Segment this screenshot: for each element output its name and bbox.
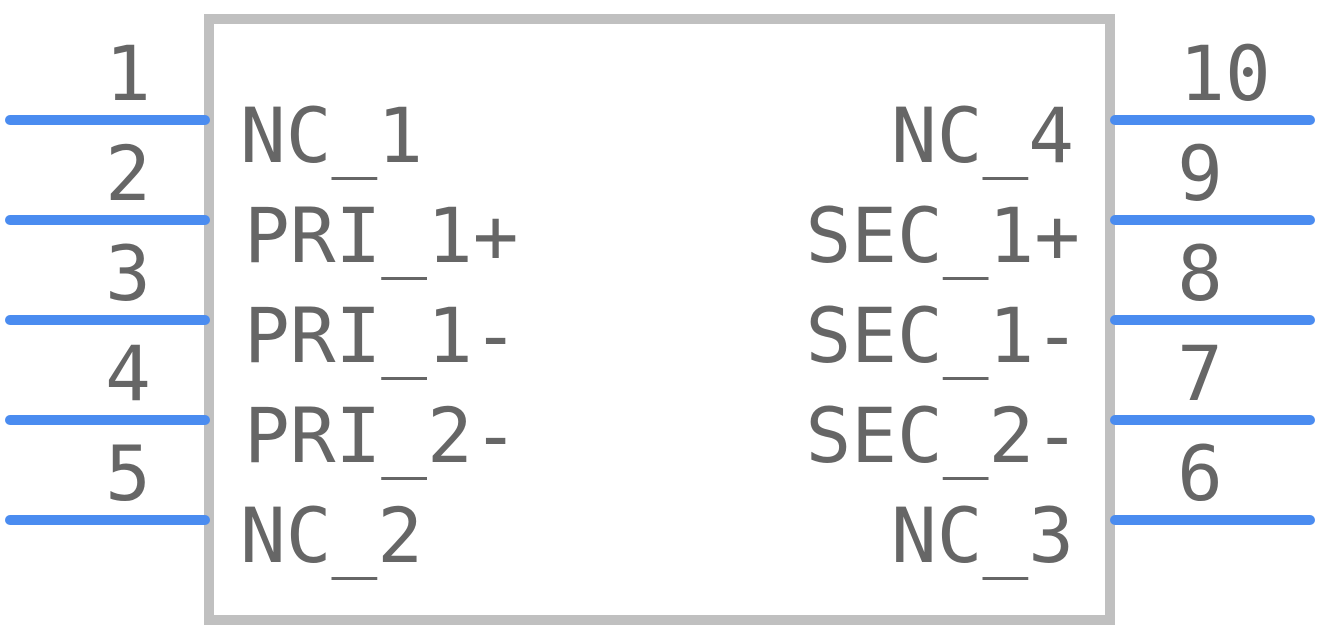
pin-label: NC_1 (240, 91, 423, 180)
pin-label: PRI_1- (244, 291, 519, 380)
pin-number: 2 (105, 129, 151, 218)
right-pin-7: 7 SEC_2- (805, 329, 1315, 480)
pin-label: SEC_2- (805, 391, 1080, 480)
pin-number: 3 (105, 229, 151, 318)
pin-number: 4 (105, 329, 151, 418)
left-pin-1: 1 NC_1 (5, 29, 423, 180)
pin-label: PRI_1+ (244, 191, 519, 280)
component-body (204, 14, 1115, 625)
left-pin-4: 4 PRI_2- (5, 329, 519, 480)
pin-number: 7 (1177, 329, 1223, 418)
left-pin-2: 2 PRI_1+ (5, 129, 519, 280)
right-pin-8: 8 SEC_1- (805, 229, 1315, 380)
pin-number: 5 (105, 429, 151, 518)
right-pin-9: 9 SEC_1+ (805, 129, 1315, 280)
pin-number: 1 (105, 29, 151, 118)
pin-label: SEC_1- (805, 291, 1080, 380)
left-pin-5: 5 NC_2 (5, 429, 423, 580)
pin-label: NC_4 (891, 91, 1074, 180)
pin-number: 8 (1177, 229, 1223, 318)
right-pin-6: 6 NC_3 (891, 429, 1315, 580)
pin-label: NC_3 (891, 491, 1074, 580)
pin-label: SEC_1+ (805, 191, 1080, 280)
pin-number: 6 (1177, 429, 1223, 518)
pin-number: 10 (1179, 29, 1271, 118)
pin-label: NC_2 (240, 491, 423, 580)
pin-number: 9 (1177, 129, 1223, 218)
pin-label: PRI_2- (244, 391, 519, 480)
left-pin-3: 3 PRI_1- (5, 229, 519, 380)
right-pin-10: 10 NC_4 (891, 29, 1315, 180)
